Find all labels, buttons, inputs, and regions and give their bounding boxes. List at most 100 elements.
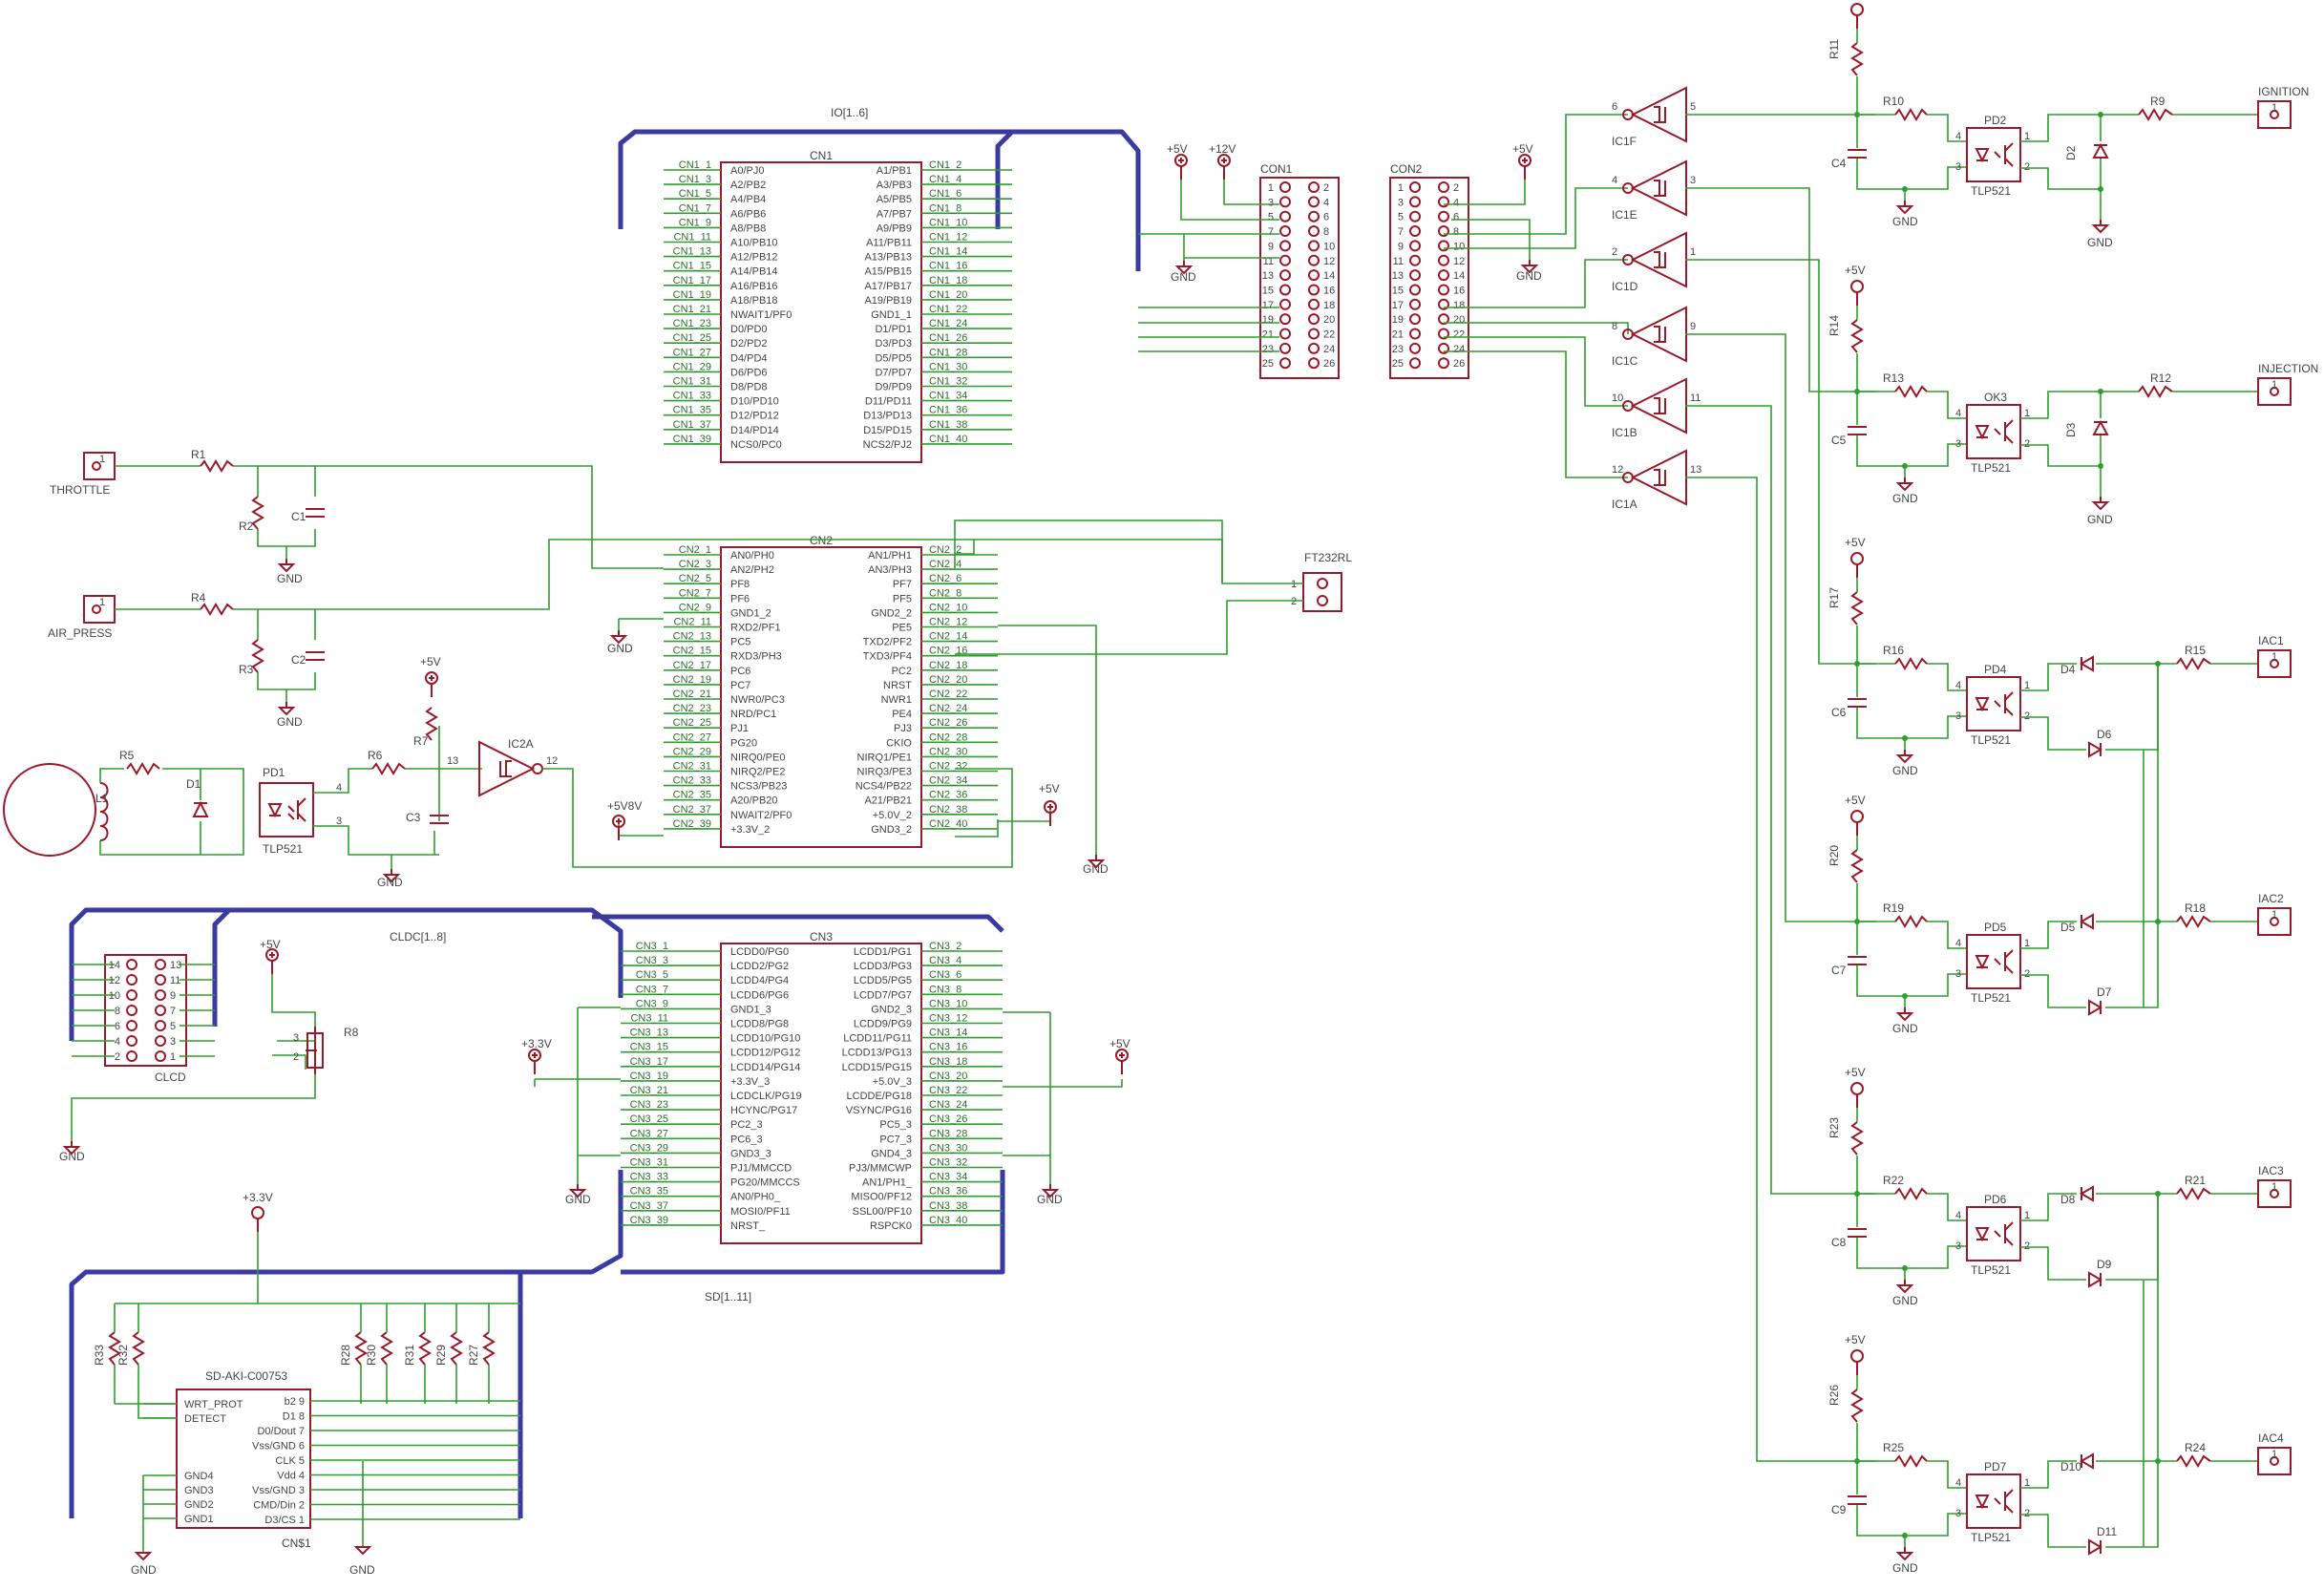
pin-label: CKIO [886, 737, 912, 749]
sd-pin-label: Vss/GND 3 [252, 1485, 305, 1496]
d1-label: D1 [186, 777, 201, 791]
opto-pin: 2 [2024, 968, 2030, 980]
pin-number: 7 [1398, 226, 1404, 238]
net-label: CN2_5 [679, 573, 711, 584]
net-label: CN1_5 [679, 188, 711, 200]
net-label: CN3_40 [929, 1215, 967, 1226]
pin-label: LCDDE/PG18 [847, 1091, 912, 1102]
pin-label: LCDD15/PG15 [842, 1062, 912, 1073]
r1-label: R1 [191, 448, 206, 461]
plus5v8v-label: +5V8V [607, 799, 642, 813]
net-label: CN3_15 [630, 1042, 668, 1053]
output-label: IAC1 [2258, 634, 2284, 647]
net-label: CN1_15 [673, 261, 711, 272]
pin-label: D1/PD1 [875, 324, 912, 335]
pin-number: 14 [109, 960, 120, 971]
pin-label: PC6 [730, 666, 750, 677]
net-label: CN1_10 [929, 217, 967, 228]
pin-label: VSYNC/PG16 [846, 1105, 912, 1116]
net-label: CN3_3 [636, 955, 668, 966]
diode-bottom-label: D11 [2097, 1525, 2117, 1538]
pin-number: 14 [1323, 270, 1335, 282]
pin-label: NWR0/PC3 [730, 694, 785, 706]
diode-top-label: D8 [2060, 1193, 2076, 1206]
net-label: CN2_6 [929, 573, 961, 584]
pin-label: NRST [883, 680, 912, 691]
net-label: CN1_19 [673, 289, 711, 301]
opto-pin: 1 [2024, 1477, 2030, 1489]
sd-bus [69, 1170, 1005, 1518]
pin-number: 24 [1453, 344, 1465, 355]
inverter-out-pin: 1 [1690, 246, 1696, 258]
pin-number: 26 [1453, 358, 1465, 370]
pin-number: 18 [1453, 300, 1465, 311]
net-label: CN1_16 [929, 261, 967, 272]
plus5v-symbol [1174, 154, 1188, 180]
plus5v-con2-symbol [1518, 154, 1532, 180]
pin-number: 9 [1268, 241, 1274, 252]
output-driver-stages: +5VR11R10C4GNDPD2TLP5214312D2GNDR91IGNIT… [1828, 3, 2318, 1575]
series-r-label: R22 [1883, 1174, 1904, 1187]
out-r-label: R9 [2150, 95, 2166, 108]
net-label: CN2_14 [929, 631, 967, 643]
net-label: CN2_3 [679, 559, 711, 570]
net-label: CN1_17 [673, 275, 711, 286]
pin-number: 5 [1398, 212, 1404, 223]
pin-number: 10 [1453, 241, 1465, 252]
opto-part-label: TLP521 [1971, 461, 2011, 475]
net-label: CN1_1 [679, 159, 711, 171]
pin-label: A15/PB15 [864, 266, 912, 278]
net-label: CN2_13 [673, 631, 711, 643]
opto-label: PD2 [1984, 114, 2007, 127]
pin-number: 13 [170, 960, 181, 971]
gnd-cn2-right-label: GND [1083, 862, 1109, 876]
lcdc-bus-label: CLDC[1..8] [390, 930, 446, 943]
inverter-label: IC1B [1612, 426, 1637, 439]
pin-label: PJ1/MMCCD [730, 1163, 792, 1175]
net-label: CN2_30 [929, 746, 967, 757]
inverter-out-pin: 3 [1690, 175, 1696, 186]
net-label: CN3_13 [630, 1028, 668, 1039]
net-label: CN2_38 [929, 804, 967, 816]
plus5v-cn2-label: +5V [1039, 782, 1060, 795]
out-r-label: R24 [2185, 1441, 2206, 1454]
net-label: CN3_6 [929, 969, 961, 981]
pin-label: LCDD6/PG6 [730, 989, 789, 1001]
cn2-label: CN2 [810, 534, 833, 547]
pin-label: A3/PB3 [877, 180, 912, 191]
pin-label: MISO0/PF12 [851, 1192, 912, 1203]
plus5v-cn3-label: +5V [1109, 1037, 1130, 1050]
sd-resistor-label: R28 [339, 1345, 352, 1366]
pin-label: GND2_2 [871, 607, 912, 619]
out-r-label: R15 [2185, 644, 2206, 657]
pin-number: 26 [1323, 358, 1335, 370]
pin-label: GND2_3 [871, 1004, 912, 1015]
pd1-pin4: 4 [336, 782, 342, 794]
gnd-cn3-right-label: GND [1037, 1193, 1063, 1206]
pin-label: LCDD12/PG12 [730, 1048, 800, 1059]
pin-label: RXD2/PF1 [730, 623, 781, 634]
ic2a-out-pin: 12 [546, 755, 558, 767]
cap-label: C6 [1831, 706, 1847, 719]
series-r-label: R10 [1883, 95, 1904, 108]
net-label: CN2_28 [929, 731, 967, 743]
pin-number: 25 [1392, 358, 1404, 370]
pin-label: A1/PB1 [877, 165, 912, 177]
pin-label: TXD2/PF2 [863, 637, 912, 648]
opto-pin: 2 [2024, 1508, 2030, 1519]
pin-number: 12 [1453, 256, 1465, 267]
net-label: CN1_25 [673, 332, 711, 344]
pullup-label: R20 [1828, 845, 1841, 866]
inverter-out-pin: 11 [1690, 392, 1701, 404]
pin-label: D12/PD12 [730, 411, 779, 422]
pickup-input-stage: L1 R5 D1 PD1 TLP521 4 3 R6 R7 C3 +5V GND… [3, 655, 1013, 889]
net-label: CN2_16 [929, 646, 967, 657]
pin-label: D8/PD8 [730, 382, 768, 393]
pin-label: D0/PD0 [730, 324, 768, 335]
inverter-in-pin: 2 [1612, 246, 1617, 258]
c3-label: C3 [406, 811, 421, 824]
pin-label: AN1/PH1_ [862, 1177, 913, 1189]
